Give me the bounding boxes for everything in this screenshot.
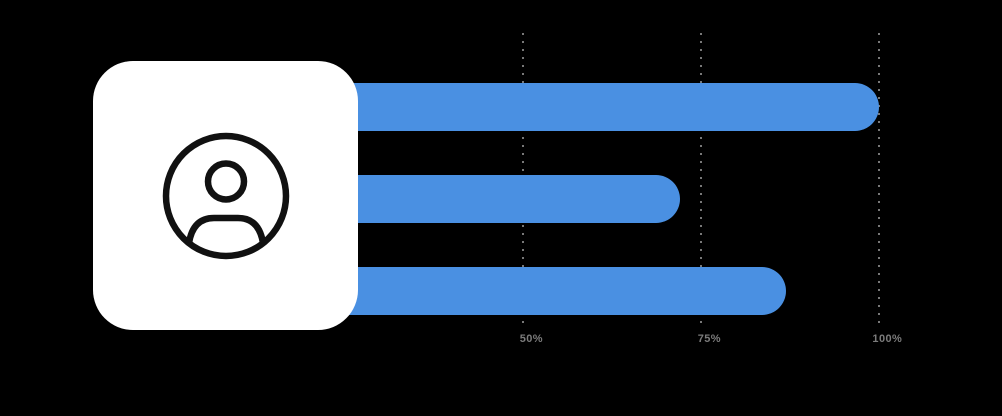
avatar-head-circle — [204, 159, 247, 203]
gridline-75 — [700, 33, 703, 323]
user-avatar-icon — [162, 132, 289, 259]
tick-label-100: 100% — [872, 333, 903, 345]
avatar-shoulders-path — [185, 214, 266, 244]
gridline-100 — [878, 33, 881, 323]
avatar-card — [93, 61, 358, 330]
tick-label-50: 50% — [519, 333, 543, 345]
tick-label-75: 75% — [697, 333, 721, 345]
avatar-outer-circle — [162, 132, 289, 259]
